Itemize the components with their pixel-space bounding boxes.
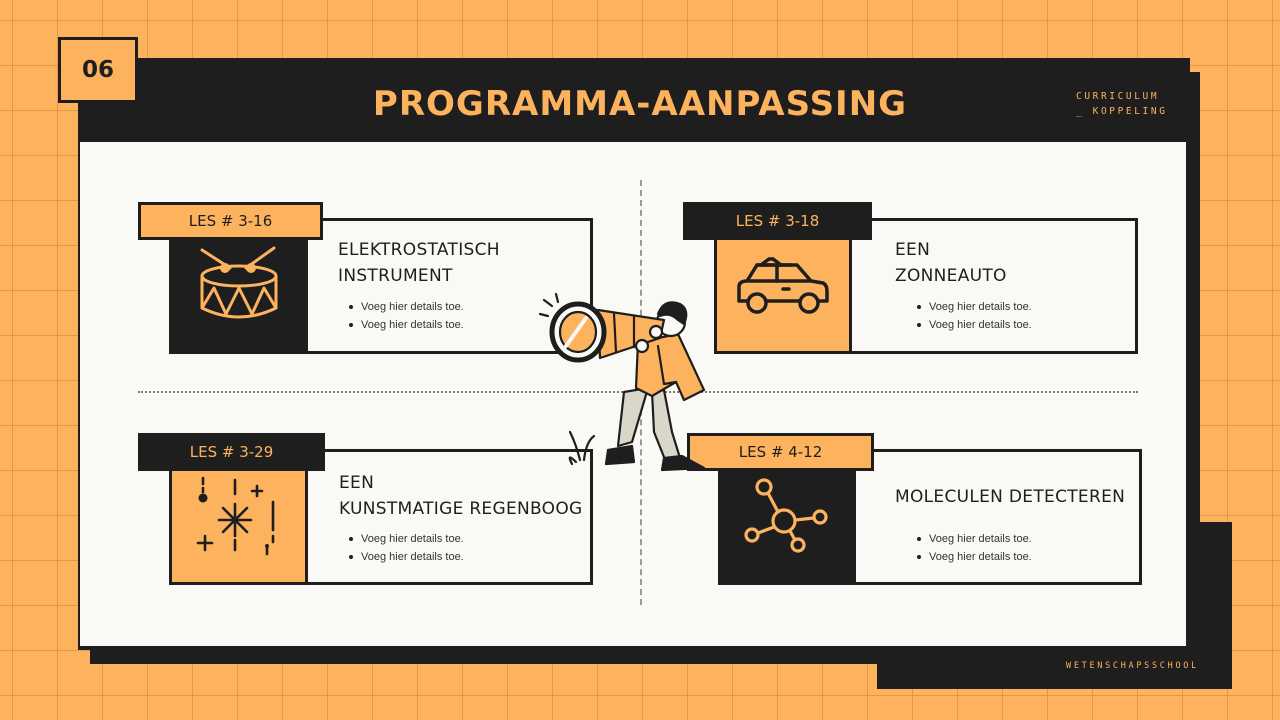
lesson-card-3-detail-1: Voeg hier details toe. <box>348 530 464 548</box>
lesson-card-4-title: MOLECULEN DETECTEREN <box>895 487 1126 507</box>
curriculum-tag: CURRICULUM _ KOPPELING <box>1076 89 1168 119</box>
lesson-card-1-details: Voeg hier details toe. Voeg hier details… <box>348 298 464 334</box>
telescope-person-illustration <box>538 292 706 472</box>
lesson-card-1-badge: LES # 3-16 <box>138 202 323 240</box>
lesson-card-3-detail-2: Voeg hier details toe. <box>348 548 464 566</box>
drum-icon <box>200 246 277 319</box>
lesson-card-3 <box>305 449 593 585</box>
lesson-card-1-title: ELEKTROSTATISCH INSTRUMENT <box>338 240 500 286</box>
lesson-card-2-title: EEN ZONNEAUTO <box>895 240 1007 286</box>
lesson-card-1 <box>305 218 593 354</box>
page-number: 06 <box>58 37 138 103</box>
sparkle-icon <box>196 476 274 556</box>
lesson-card-2-badge: LES # 3-18 <box>683 202 872 240</box>
lesson-card-1-detail-2: Voeg hier details toe. <box>348 316 464 334</box>
lesson-card-4-badge: LES # 4-12 <box>687 433 874 471</box>
lesson-card-3-details: Voeg hier details toe. Voeg hier details… <box>348 530 464 566</box>
curriculum-tag-line-2: _ KOPPELING <box>1076 106 1168 117</box>
lesson-card-2-detail-1: Voeg hier details toe. <box>916 298 1032 316</box>
lesson-card-1-icon-box <box>169 218 308 354</box>
lesson-card-4-detail-1: Voeg hier details toe. <box>916 530 1032 548</box>
lesson-card-4-detail-2: Voeg hier details toe. <box>916 548 1032 566</box>
molecule-icon <box>744 478 828 553</box>
lesson-card-3-icon-box <box>169 449 308 585</box>
lesson-card-2-details: Voeg hier details toe. Voeg hier details… <box>916 298 1032 334</box>
lesson-card-2 <box>849 218 1138 354</box>
lesson-card-4 <box>853 449 1142 585</box>
lesson-card-4-details: Voeg hier details toe. Voeg hier details… <box>916 530 1032 566</box>
page-title: PROGRAMMA-AANPASSING <box>372 84 908 124</box>
lesson-card-2-icon-box <box>714 218 852 354</box>
lesson-card-3-title: EEN KUNSTMATIGE REGENBOOG <box>339 473 583 519</box>
lesson-card-3-badge: LES # 3-29 <box>138 433 325 471</box>
lesson-card-2-detail-2: Voeg hier details toe. <box>916 316 1032 334</box>
lesson-card-4-icon-box <box>718 449 856 585</box>
car-icon <box>737 257 829 314</box>
footer-label: WETENSCHAPSSCHOOL <box>1066 661 1199 671</box>
lesson-card-1-detail-1: Voeg hier details toe. <box>348 298 464 316</box>
curriculum-tag-line-1: CURRICULUM <box>1076 91 1160 102</box>
